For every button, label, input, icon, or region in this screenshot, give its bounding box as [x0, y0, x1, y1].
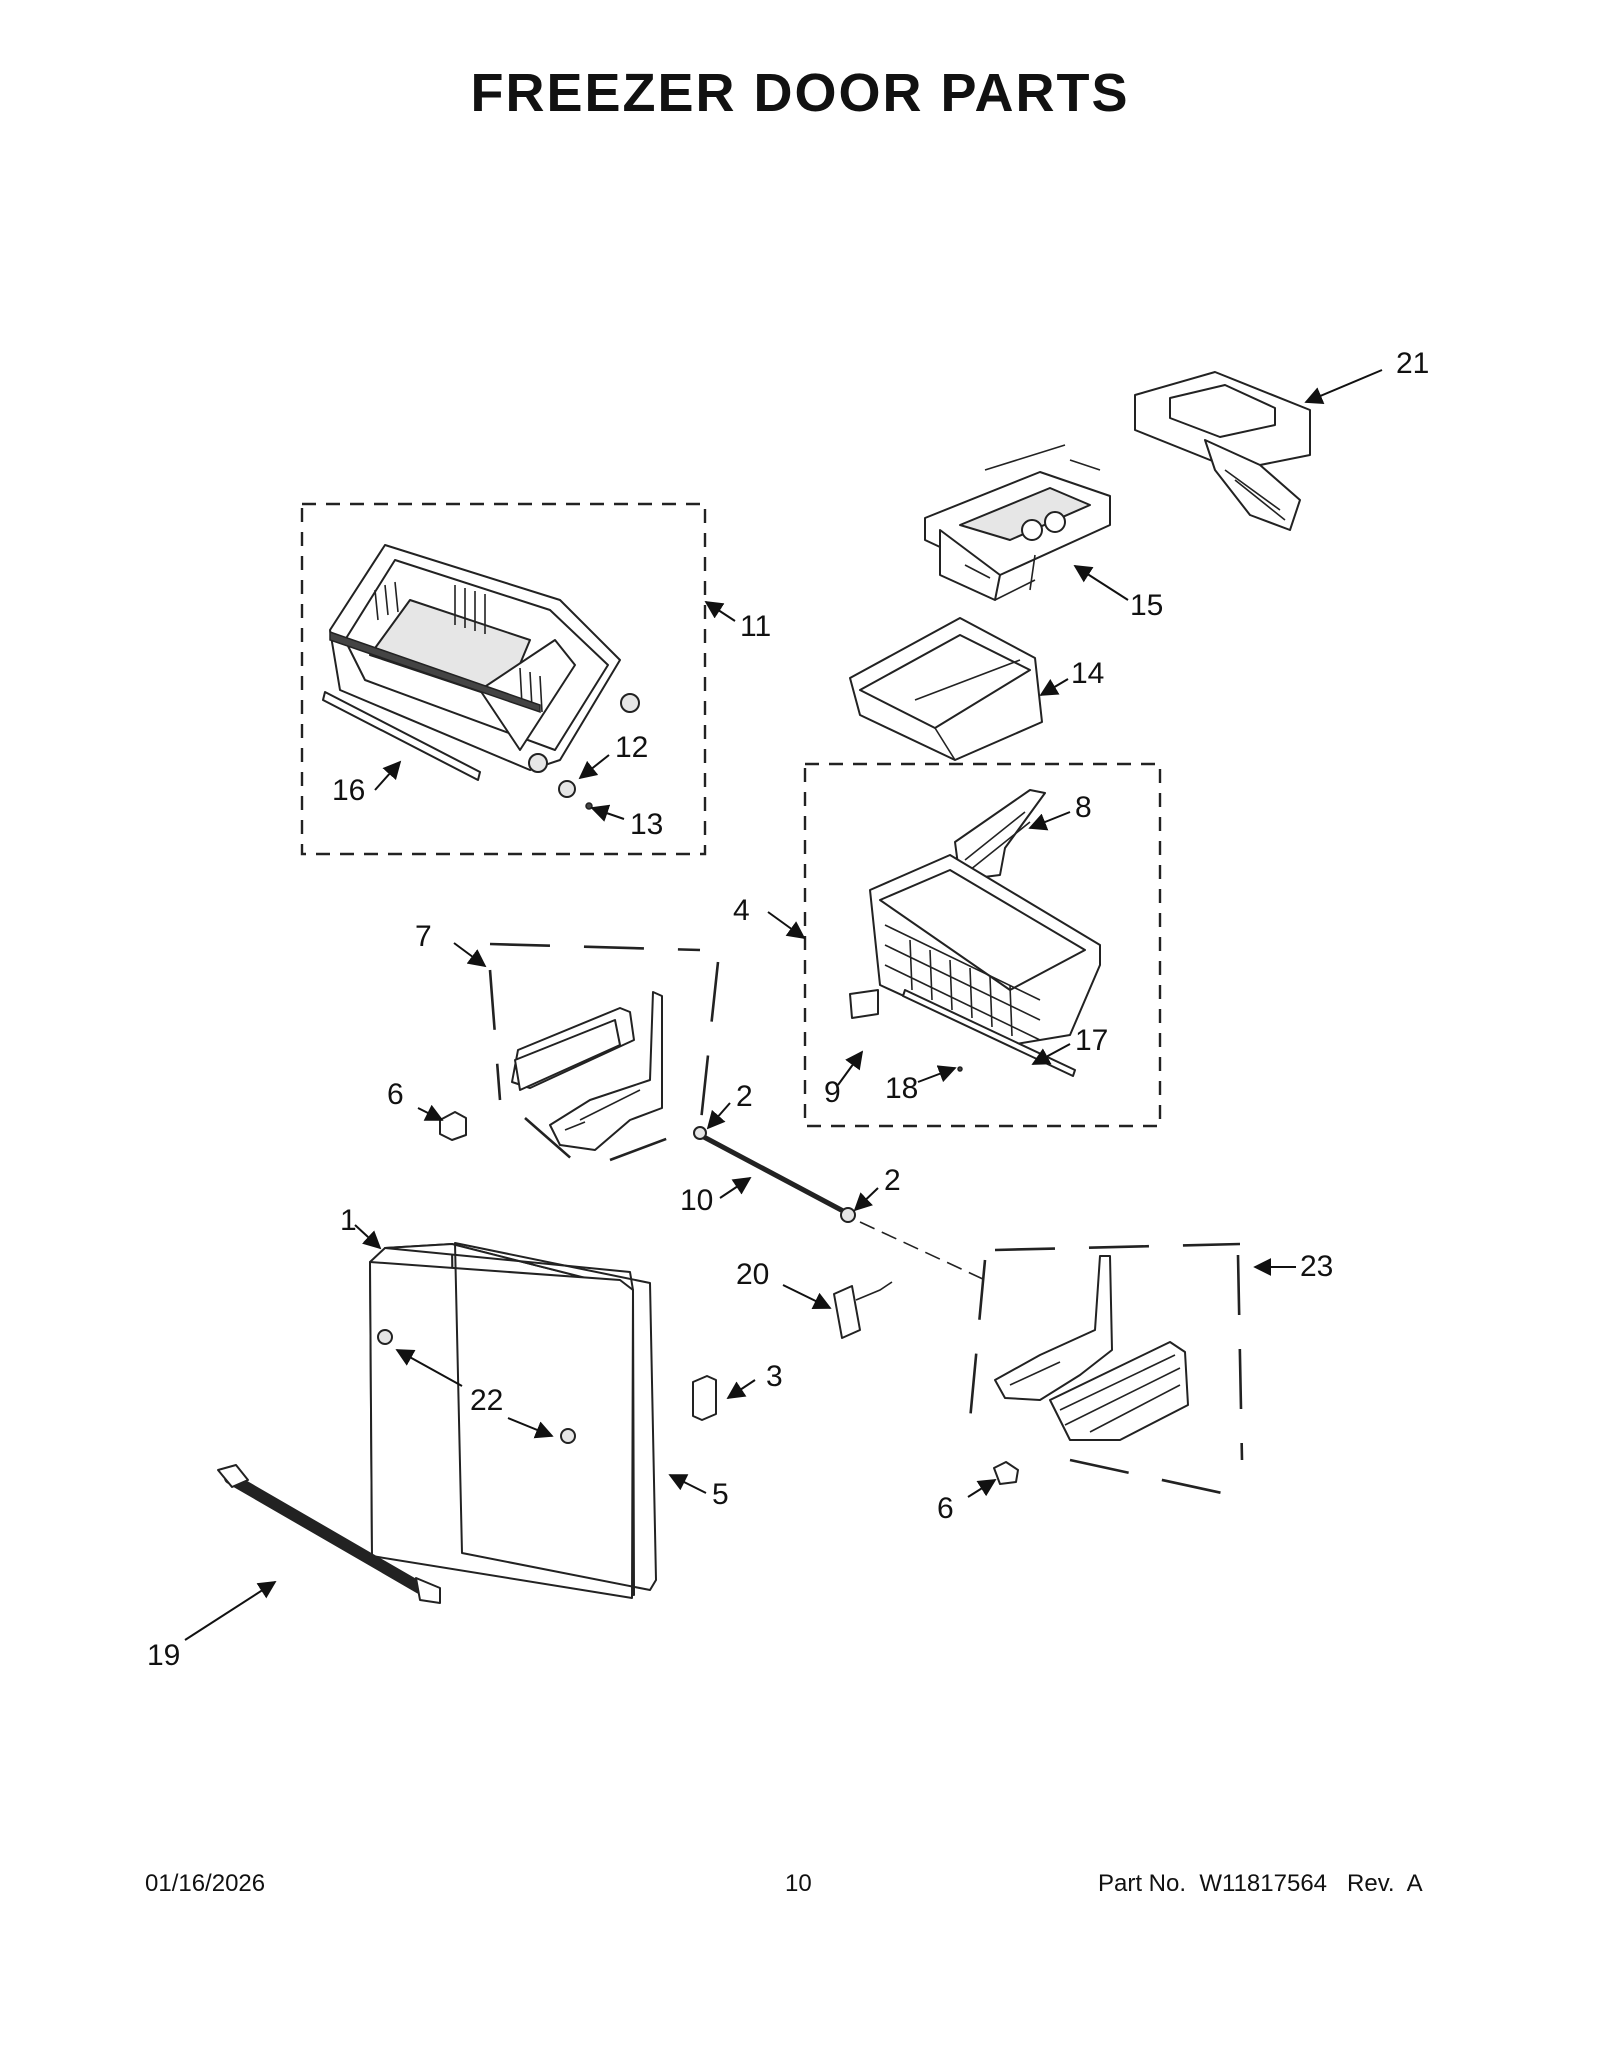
callout-label: 6: [387, 1078, 404, 1111]
door-sensor-part: [833, 1281, 893, 1339]
callout-label: 3: [766, 1360, 783, 1393]
callout-label: 4: [733, 894, 750, 927]
callout-label: 21: [1396, 347, 1429, 380]
callout-label: 8: [1075, 791, 1092, 824]
callout-label: 15: [1130, 589, 1163, 622]
slide-rail-left-part: [511, 991, 663, 1151]
callout-label: 20: [736, 1258, 769, 1291]
cable-harness-part: [693, 1126, 986, 1281]
basket-rail-part: [322, 691, 481, 781]
slide-assembly-7-group-box: [488, 942, 720, 1176]
basket-assembly-4-group-box: [803, 762, 1162, 1128]
door-handle-part: [217, 1464, 441, 1604]
leader-arrows: [184, 369, 1383, 1641]
freezer-door-panel-part: [369, 1243, 635, 1599]
basket-pin-part: [957, 1066, 963, 1072]
callout-label: 5: [712, 1478, 729, 1511]
callout-label: 1: [340, 1204, 357, 1237]
callout-label: 7: [415, 920, 432, 953]
callout-label: 13: [630, 808, 663, 841]
footer-part-number: Part No. W11817564 Rev. A: [1098, 1870, 1423, 1897]
callout-labels: 1 2 2 3 4 5 6 6 7 8 9 10 11 12 13 14 15 …: [147, 347, 1429, 1672]
door-clip-part: [692, 1375, 717, 1421]
callout-label: 6: [937, 1492, 954, 1525]
lower-basket-part: [869, 854, 1101, 1046]
callout-label: 14: [1071, 657, 1104, 690]
ice-bin-part: [849, 617, 1043, 761]
footer-page-number: 10: [785, 1870, 812, 1897]
callout-label: 2: [736, 1080, 753, 1113]
basket-clip-part: [849, 989, 879, 1019]
callout-label: 10: [680, 1184, 713, 1217]
callout-label: 18: [885, 1072, 918, 1105]
callout-label: 11: [740, 610, 771, 643]
basket-assembly-11-group-box: [300, 502, 707, 856]
wheel-part: [558, 780, 576, 798]
callout-label: 17: [1075, 1024, 1108, 1057]
footer-date: 01/16/2026: [145, 1870, 266, 1897]
callout-label: 2: [884, 1164, 901, 1197]
callout-label: 23: [1300, 1250, 1333, 1283]
page-title: FREEZER DOOR PARTS: [470, 63, 1130, 123]
upper-basket-part: [329, 544, 640, 773]
callout-label: 12: [615, 731, 648, 764]
callout-label: 16: [332, 774, 365, 807]
callout-label: 9: [824, 1076, 841, 1109]
slide-rail-right-part: [994, 1255, 1189, 1441]
slide-assembly-23-group-box: [968, 1242, 1246, 1500]
ice-bin-chute-part: [1134, 371, 1311, 531]
door-gasket-part: [454, 1242, 657, 1591]
slide-cap-left-part: [439, 1111, 467, 1141]
screw-part: [585, 802, 593, 810]
callout-label: 22: [470, 1384, 503, 1417]
callout-label: 19: [147, 1639, 180, 1672]
ice-maker-part: [924, 444, 1111, 601]
slide-cap-right-part: [993, 1461, 1019, 1485]
